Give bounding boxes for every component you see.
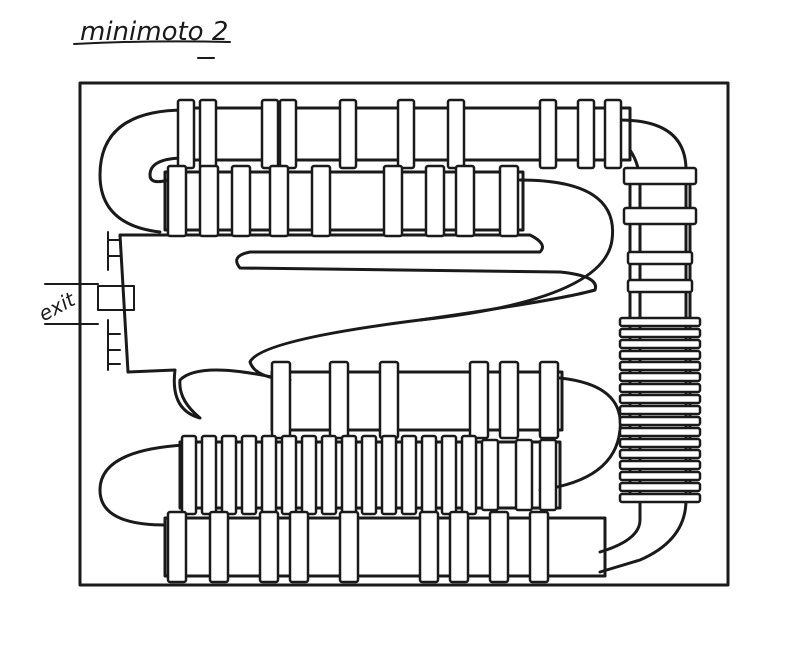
pipe-ring [240, 434, 258, 516]
pipe-ring [618, 426, 702, 438]
pipe-ring [166, 164, 188, 238]
pipe-ring [360, 434, 378, 516]
pipe-ring [230, 164, 252, 238]
pipe-ring [338, 510, 360, 584]
pipe-ring [622, 166, 698, 186]
pipe-ring [220, 434, 238, 516]
pipe-ring [200, 434, 218, 516]
pipe-ring [618, 327, 702, 339]
pipe-ring [603, 98, 623, 170]
second-pipe-curve [418, 178, 615, 322]
pipe-ring [618, 349, 702, 361]
pipe-ring [618, 459, 702, 471]
second-pipe-body [163, 170, 525, 232]
fourth-pipe-curve [98, 443, 187, 527]
pipe-ring [338, 98, 358, 170]
pipe-rings [166, 98, 702, 584]
pipe-ring [278, 98, 298, 170]
pipe-ring [300, 434, 318, 516]
pipe-ring [320, 434, 338, 516]
bottom-pipe-body [163, 516, 607, 578]
pipe-ring [538, 98, 558, 170]
pipe-ring [446, 98, 466, 170]
pipe-ring [626, 278, 694, 294]
pipe-ring [380, 434, 398, 516]
pipe-ring [618, 382, 702, 394]
pipe-ring [288, 510, 310, 584]
chamber-serration [107, 231, 121, 371]
pipe-ring [618, 415, 702, 427]
pipe-ring [538, 438, 558, 512]
pipe-ring [528, 510, 550, 584]
pipe-ring [420, 434, 438, 516]
pipe-ring [538, 360, 560, 440]
pipe-ring [454, 164, 476, 238]
pipe-ring [618, 481, 702, 493]
pipe-ring [468, 360, 490, 440]
open-chamber [118, 233, 598, 420]
pipe-ring [440, 434, 458, 516]
top-pipe-outer-curve [98, 108, 187, 234]
exit-stub [97, 285, 135, 311]
pipe-ring [208, 510, 230, 584]
pipe-ring [310, 164, 332, 238]
pipe-ring [618, 393, 702, 405]
pipe-ring [260, 98, 280, 170]
pipe-ring [448, 510, 470, 584]
pipe-ring [576, 98, 596, 170]
pipe-ring [618, 371, 702, 383]
pipe-ring [340, 434, 358, 516]
pipe-ring [328, 360, 350, 440]
pipe-ring [382, 164, 404, 238]
pipe-ring [176, 98, 196, 170]
pipe-ring [618, 404, 702, 416]
pipe-ring [418, 510, 440, 584]
pipe-ring [258, 510, 280, 584]
pipe-ring [622, 206, 698, 226]
top-pipe-inner-curve [148, 156, 187, 184]
pipe-ring [618, 360, 702, 372]
pipe-ring [488, 510, 510, 584]
pipe-ring [626, 250, 694, 266]
pipe-ring [618, 338, 702, 350]
pipe-ring [480, 438, 500, 512]
pipe-ring [618, 470, 702, 482]
pipe-ring [498, 360, 520, 440]
pipe-ring [268, 164, 290, 238]
pipe-ring [618, 492, 702, 504]
title-underline [73, 40, 231, 45]
pipe-ring [424, 164, 446, 238]
pipe-ring [618, 316, 702, 328]
pipe-ring [270, 360, 292, 440]
pipe-ring [180, 434, 198, 516]
pipe-ring [618, 437, 702, 449]
pipe-ring [260, 434, 278, 516]
pipe-ring [514, 438, 534, 512]
pipe-ring [618, 448, 702, 460]
pipe-ring [396, 98, 416, 170]
pipe-ring [280, 434, 298, 516]
pipe-ring [198, 164, 220, 238]
pipe-ring [498, 164, 520, 238]
pipe-ring [198, 98, 218, 170]
pipe-ring [460, 434, 478, 516]
exit-label: exit [34, 287, 79, 326]
pipe-ring [166, 510, 188, 584]
pipe-ring [400, 434, 418, 516]
pipe-ring [378, 360, 400, 440]
enclosure-border [78, 81, 730, 587]
